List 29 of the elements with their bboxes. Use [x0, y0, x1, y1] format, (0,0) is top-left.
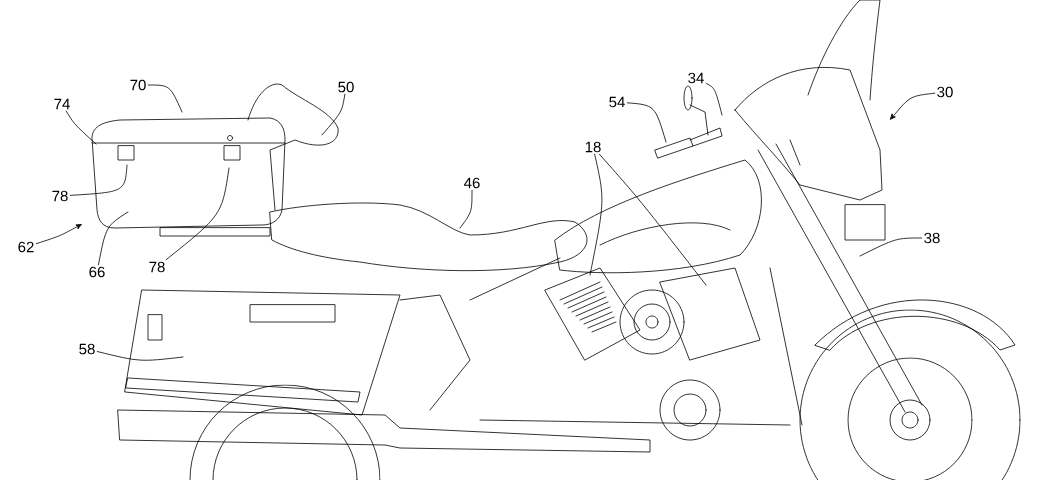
callout-number: 46: [464, 177, 480, 189]
leader-line: [626, 102, 667, 143]
leader-line: [890, 92, 936, 120]
callout-number: 34: [688, 72, 704, 84]
leader-line: [65, 110, 97, 145]
callout-number: 62: [18, 241, 34, 253]
callout-number: 78: [52, 190, 68, 202]
callout-number: 58: [79, 343, 95, 355]
leader-line: [147, 84, 183, 113]
leader-line: [705, 83, 723, 116]
callout-number: 78: [149, 261, 165, 273]
callout-number: 18: [585, 141, 601, 153]
callout-number: 50: [338, 81, 354, 93]
leader-line: [165, 167, 230, 261]
leader-line: [589, 153, 603, 276]
leader-line: [321, 93, 346, 136]
callout-number: 54: [609, 96, 625, 108]
callout-number: 74: [54, 98, 70, 110]
leader-line: [69, 164, 128, 196]
callout-number: 66: [89, 266, 105, 278]
leader-line: [96, 351, 184, 361]
callout-number: 38: [924, 232, 940, 244]
leader-line: [98, 211, 129, 266]
leader-line: [599, 153, 707, 286]
leader-line: [35, 224, 82, 245]
leader-line: [459, 189, 473, 229]
callout-number: 70: [130, 79, 146, 91]
leader-line: [859, 237, 923, 257]
callout-number: 30: [937, 86, 953, 98]
